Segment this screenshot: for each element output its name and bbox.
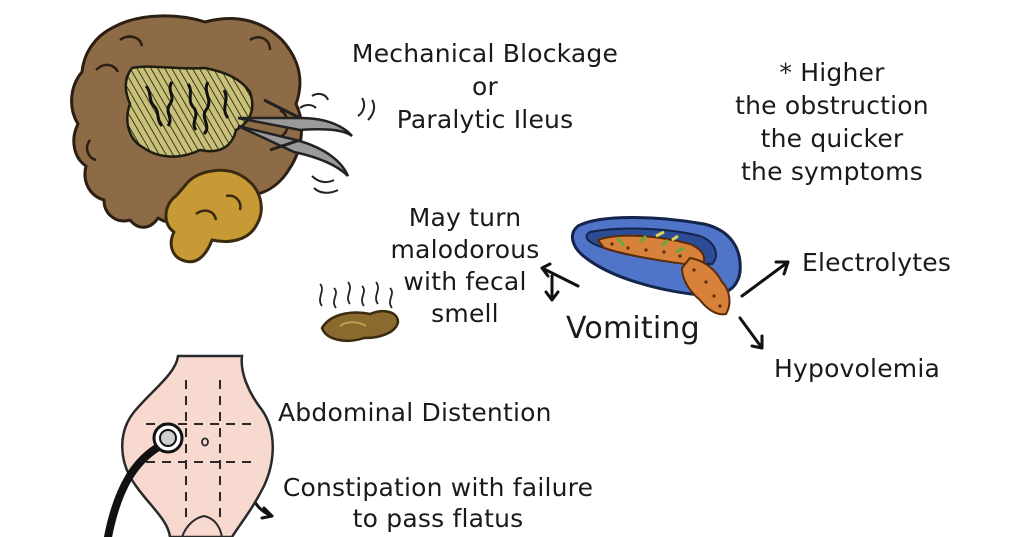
arrows (250, 260, 790, 520)
smell-line-4: smell (431, 299, 499, 328)
smelly-puddle-icon (319, 281, 400, 342)
obstruction-note: * Higher the obstruction the quicker the… (712, 56, 952, 188)
note-line-4: the symptoms (741, 157, 923, 186)
vomiting-label: Vomiting (566, 311, 700, 346)
intestine-icon (70, 14, 303, 264)
smell-line-2: malodorous (390, 235, 540, 264)
note-line-1: * Higher (779, 58, 885, 87)
emesis-basin-icon (570, 216, 742, 316)
clamp-icon (237, 92, 376, 194)
constipation-line-2: to pass flatus (352, 504, 524, 533)
smell-line-1: May turn (408, 203, 522, 232)
cause-line-1: Mechanical Blockage (351, 39, 619, 68)
note-line-3: the quicker (760, 124, 904, 153)
cause-line-2: or (472, 72, 498, 101)
abdomen-icon (121, 354, 274, 537)
malodorous-label: May turn malodorous with fecal smell (380, 202, 550, 330)
constipation-line-1: Constipation with failure (282, 473, 594, 502)
electrolytes-label: Electrolytes (802, 248, 952, 277)
smell-line-3: with fecal (403, 267, 527, 296)
distention-label: Abdominal Distention (278, 398, 552, 427)
cause-line-3: Paralytic Ileus (396, 105, 574, 134)
note-line-2: the obstruction (735, 91, 929, 120)
constipation-label: Constipation with failure to pass flatus (270, 472, 606, 534)
cause-label: Mechanical Blockage or Paralytic Ileus (330, 37, 640, 136)
hypovolemia-label: Hypovolemia (774, 354, 940, 383)
stethoscope-icon (104, 422, 184, 537)
